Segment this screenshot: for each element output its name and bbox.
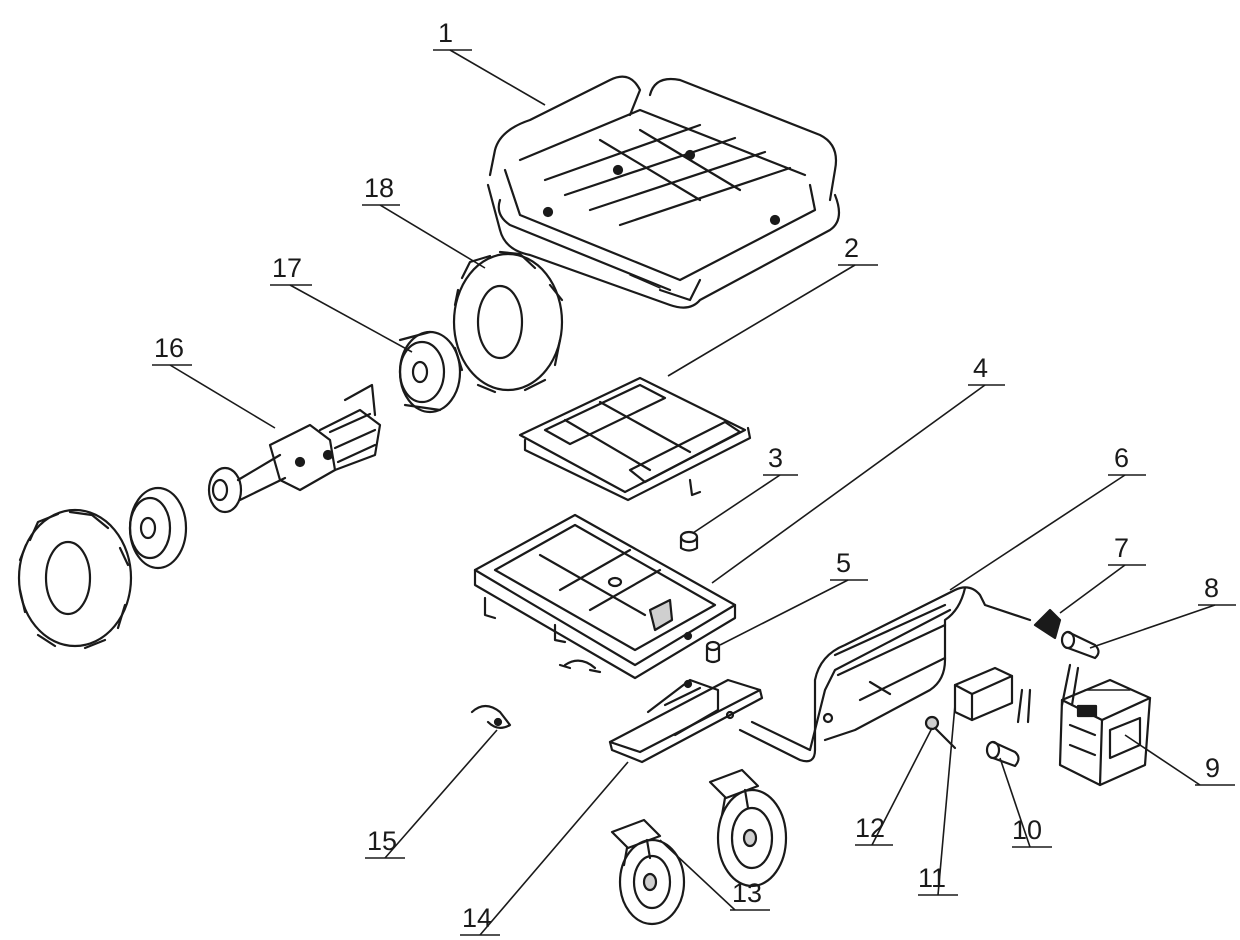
- callout-13: 13: [732, 878, 762, 908]
- part-6-handle-frame: [738, 586, 1032, 763]
- callout-15: 15: [367, 826, 397, 856]
- part-7-handle-grip: [1033, 608, 1062, 640]
- callout-7: 7: [1114, 533, 1129, 563]
- part-2-upper-mount-plate: [518, 376, 752, 502]
- leader-lines: [152, 49, 1236, 936]
- callout-8: 8: [1204, 573, 1219, 603]
- part-18-tire: [17, 250, 564, 650]
- callout-14: 14: [462, 903, 492, 933]
- part-3-bushing: [679, 530, 699, 552]
- part-15-clip: [470, 704, 512, 729]
- part-9-battery-box: [1058, 678, 1152, 787]
- callout-3: 3: [768, 443, 783, 473]
- callout-12: 12: [855, 813, 885, 843]
- part-14-base-plate: [608, 678, 764, 764]
- part-4-lower-frame: [473, 513, 737, 680]
- part-16-motor-axle: [207, 383, 382, 514]
- callout-10: 10: [1012, 815, 1042, 845]
- callout-6: 6: [1114, 443, 1129, 473]
- callout-1: 1: [438, 18, 453, 48]
- part-13-caster-wheels: [610, 768, 788, 926]
- part-11-bracket-plate: [953, 666, 1014, 722]
- callout-11: 11: [918, 863, 946, 893]
- part-17-wheel-rim: [128, 330, 462, 570]
- part-8-pin: [1060, 630, 1100, 660]
- handle-clips: [1016, 663, 1080, 724]
- callout-2: 2: [844, 233, 859, 263]
- callout-18: 18: [364, 173, 394, 203]
- callout-numbers: 1 2 3 4 5 6 7 8 9 10 11 12 13 14 15 16 1…: [154, 18, 1220, 933]
- part-10-pin: [985, 740, 1020, 768]
- callout-4: 4: [973, 353, 988, 383]
- callout-9: 9: [1205, 753, 1220, 783]
- callout-5: 5: [836, 548, 851, 578]
- saddle-clamp: [558, 659, 602, 674]
- part-1-top-basket: [486, 75, 841, 309]
- part-5-pin: [705, 640, 721, 664]
- callout-17: 17: [272, 253, 302, 283]
- callout-16: 16: [154, 333, 184, 363]
